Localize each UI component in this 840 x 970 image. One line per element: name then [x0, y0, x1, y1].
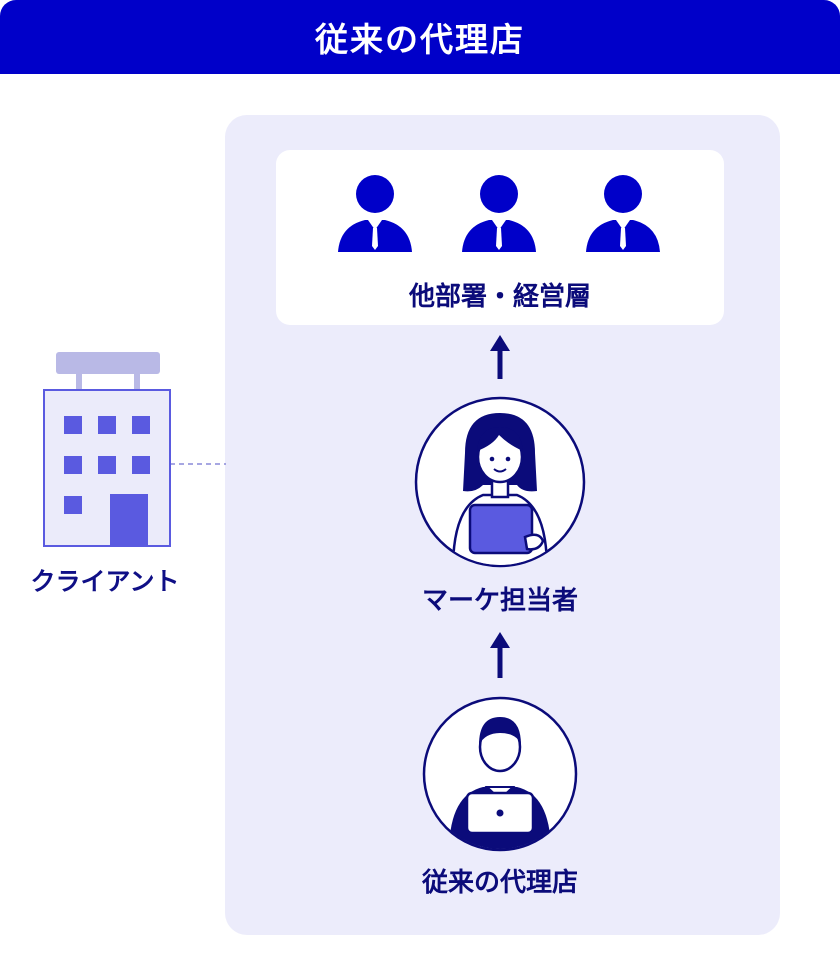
- executives-label: 他部署・経営層: [408, 282, 591, 312]
- dashed-connector: [170, 463, 226, 465]
- client-label: クライアント: [30, 567, 180, 596]
- executive-person-icon: [586, 175, 660, 252]
- agency-label: 従来の代理店: [421, 868, 578, 898]
- marketer-avatar: [414, 396, 586, 568]
- executive-person-icon: [338, 175, 412, 252]
- arrow-up-icon: [490, 632, 510, 678]
- executive-person-icon: [462, 175, 536, 252]
- arrow-up-icon: [490, 335, 510, 379]
- marketer-label: マーケ担当者: [421, 586, 578, 616]
- header-title: 従来の代理店: [315, 20, 525, 59]
- header-banner: 従来の代理店: [0, 0, 840, 74]
- building-icon: [43, 352, 171, 547]
- agency-avatar: [422, 696, 578, 852]
